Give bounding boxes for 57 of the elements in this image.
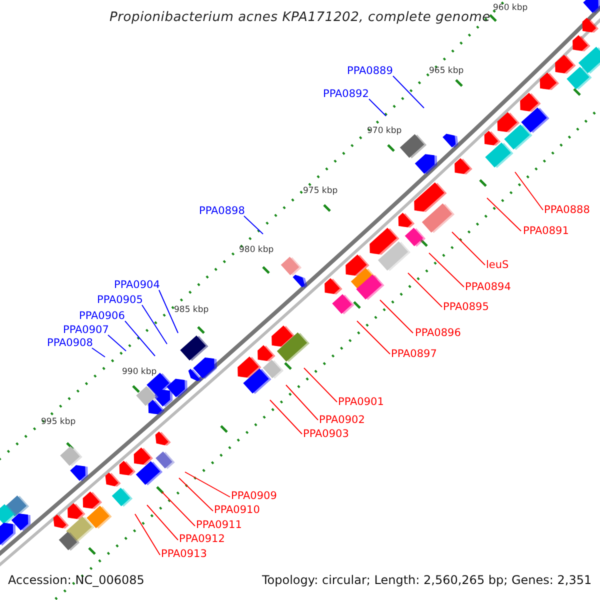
leader-line xyxy=(368,98,386,116)
gene-label: PPA0907 xyxy=(63,325,109,336)
leader-line xyxy=(134,514,160,556)
gene-label: PPA0902 xyxy=(319,415,365,426)
leader-line xyxy=(162,492,196,526)
leader-line xyxy=(428,252,464,288)
leader-line xyxy=(178,478,214,512)
gene-label: PPA0896 xyxy=(415,328,461,338)
gene-label: PPA0891 xyxy=(523,226,569,236)
leader-line xyxy=(92,348,106,358)
leader-line xyxy=(514,172,544,210)
leader-line xyxy=(304,368,338,402)
leader-line xyxy=(452,232,486,266)
leader-line xyxy=(108,334,126,352)
gene-label: PPA0909 xyxy=(231,491,277,502)
leader-line xyxy=(158,290,178,334)
leader-line xyxy=(286,384,318,420)
gene-label: PPA0913 xyxy=(161,549,207,560)
gene-label: PPA0888 xyxy=(544,205,590,216)
gene-label: PPA0904 xyxy=(114,280,160,290)
position-label: 965 kbp xyxy=(429,67,464,76)
gene-label: PPA0892 xyxy=(323,89,369,100)
gene-label: PPA0905 xyxy=(97,295,143,306)
position-label: 975 kbp xyxy=(303,187,338,196)
gene-label: PPA0889 xyxy=(347,66,393,76)
position-label: 970 kbp xyxy=(367,127,402,136)
gene-label: leuS xyxy=(486,260,509,270)
leader-line xyxy=(392,76,424,108)
gene-label: PPA0912 xyxy=(179,534,225,544)
leader-line xyxy=(270,400,302,434)
leader-line xyxy=(408,272,442,308)
position-label: 995 kbp xyxy=(41,418,76,426)
gene-label: PPA0903 xyxy=(303,429,349,440)
leader-line xyxy=(244,216,264,234)
leader-line xyxy=(184,472,230,498)
diagram-title: Propionibacterium acnes KPA171202, complete genome xyxy=(108,11,492,24)
footer-text: Accession: NC_006085 xyxy=(8,574,144,586)
gene-label: PPA0901 xyxy=(338,397,384,408)
gene-label: PPA0906 xyxy=(79,311,125,322)
position-label: 960 kbp xyxy=(493,4,528,12)
gene-label: PPA0897 xyxy=(391,349,437,360)
gene-label: PPA0898 xyxy=(199,206,245,216)
position-label: 980 kbp xyxy=(239,246,274,254)
leader-line xyxy=(486,198,522,232)
position-label: 990 kbp xyxy=(122,368,157,376)
leader-line xyxy=(146,504,178,540)
leader-line xyxy=(356,320,390,354)
position-label: 985 kbp xyxy=(174,306,209,314)
gene-label: PPA0910 xyxy=(214,505,260,516)
gene-label: PPA0894 xyxy=(465,282,511,292)
gene-label: PPA0908 xyxy=(47,338,93,348)
leader-line xyxy=(124,320,156,356)
leader-line xyxy=(142,304,168,344)
gene-label: PPA0895 xyxy=(443,302,489,312)
footer-text: Topology: circular; Length: 2,560,265 bp; Genes: 2,351 xyxy=(262,574,592,586)
gene-label: PPA0911 xyxy=(196,520,242,530)
leader-line xyxy=(380,300,414,334)
